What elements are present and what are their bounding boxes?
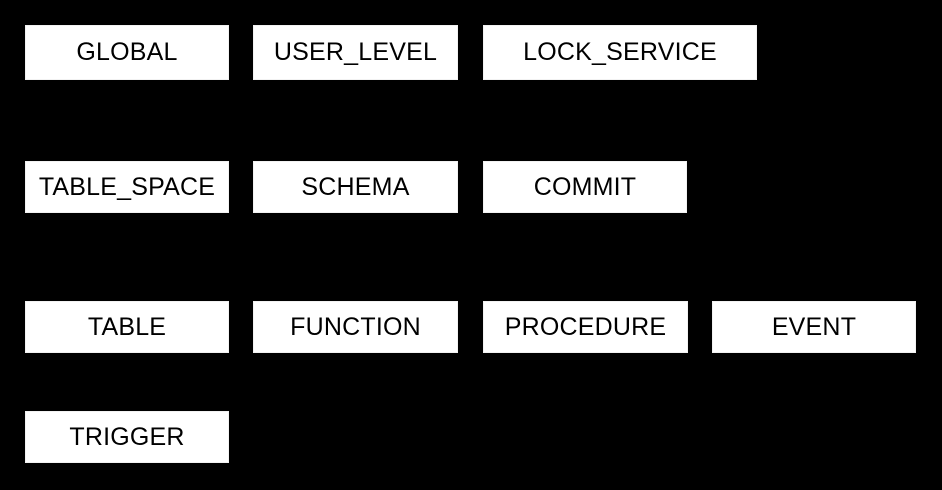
node-commit[interactable]: COMMIT xyxy=(483,161,687,213)
node-trigger[interactable]: TRIGGER xyxy=(25,411,229,463)
node-label: TRIGGER xyxy=(69,422,185,451)
node-schema[interactable]: SCHEMA xyxy=(253,161,458,213)
node-table[interactable]: TABLE xyxy=(25,301,229,353)
node-table-space[interactable]: TABLE_SPACE xyxy=(25,161,229,213)
node-label: GLOBAL xyxy=(76,38,178,66)
node-procedure[interactable]: PROCEDURE xyxy=(483,301,688,353)
node-label: TABLE_SPACE xyxy=(38,172,216,201)
node-label: USER_LEVEL xyxy=(273,38,438,66)
node-label: FUNCTION xyxy=(290,312,421,341)
node-label: PROCEDURE xyxy=(504,312,667,341)
node-user-level[interactable]: USER_LEVEL xyxy=(253,25,458,80)
node-function[interactable]: FUNCTION xyxy=(253,301,458,353)
node-label: SCHEMA xyxy=(301,172,410,201)
node-event[interactable]: EVENT xyxy=(712,301,916,353)
node-global[interactable]: GLOBAL xyxy=(25,25,229,80)
node-label: COMMIT xyxy=(533,172,637,201)
node-label: TABLE xyxy=(87,312,167,341)
node-label: LOCK_SERVICE xyxy=(523,38,717,66)
node-lock-service[interactable]: LOCK_SERVICE xyxy=(483,25,757,80)
node-label: EVENT xyxy=(771,312,857,341)
